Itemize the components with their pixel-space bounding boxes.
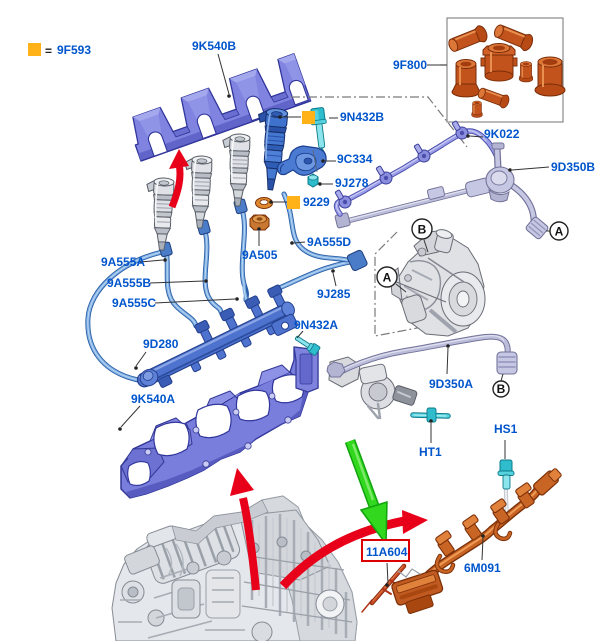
svg-text:9D350A: 9D350A [429, 377, 473, 391]
svg-text:6M091: 6M091 [464, 561, 501, 575]
svg-text:9D350B: 9D350B [551, 160, 595, 174]
svg-text:9F593: 9F593 [57, 43, 91, 57]
svg-text:9C334: 9C334 [337, 152, 373, 166]
svg-text:9K540B: 9K540B [192, 39, 236, 53]
svg-text:9K540A: 9K540A [131, 392, 175, 406]
svg-text:11A604: 11A604 [366, 545, 408, 559]
svg-text:HT1: HT1 [419, 445, 442, 459]
svg-text:HS1: HS1 [494, 422, 518, 436]
svg-text:9A555D: 9A555D [307, 235, 351, 249]
svg-text:9A555B: 9A555B [107, 276, 151, 290]
svg-text:9A555C: 9A555C [112, 296, 156, 310]
svg-text:B: B [418, 223, 427, 237]
svg-text:9N432A: 9N432A [294, 318, 338, 332]
svg-text:9229: 9229 [303, 195, 330, 209]
svg-text:9J285: 9J285 [317, 287, 351, 301]
svg-text:A: A [383, 271, 392, 285]
svg-text:9A505: 9A505 [242, 248, 278, 262]
svg-text:9N432B: 9N432B [340, 110, 384, 124]
svg-text:B: B [497, 382, 506, 396]
svg-text:A: A [555, 225, 564, 239]
svg-text:9K022: 9K022 [484, 127, 520, 141]
svg-text:9F800: 9F800 [393, 58, 427, 72]
svg-text:9J278: 9J278 [335, 176, 369, 190]
svg-text:9D280: 9D280 [143, 337, 179, 351]
svg-text:=: = [45, 44, 52, 58]
svg-text:9A555A: 9A555A [101, 255, 145, 269]
